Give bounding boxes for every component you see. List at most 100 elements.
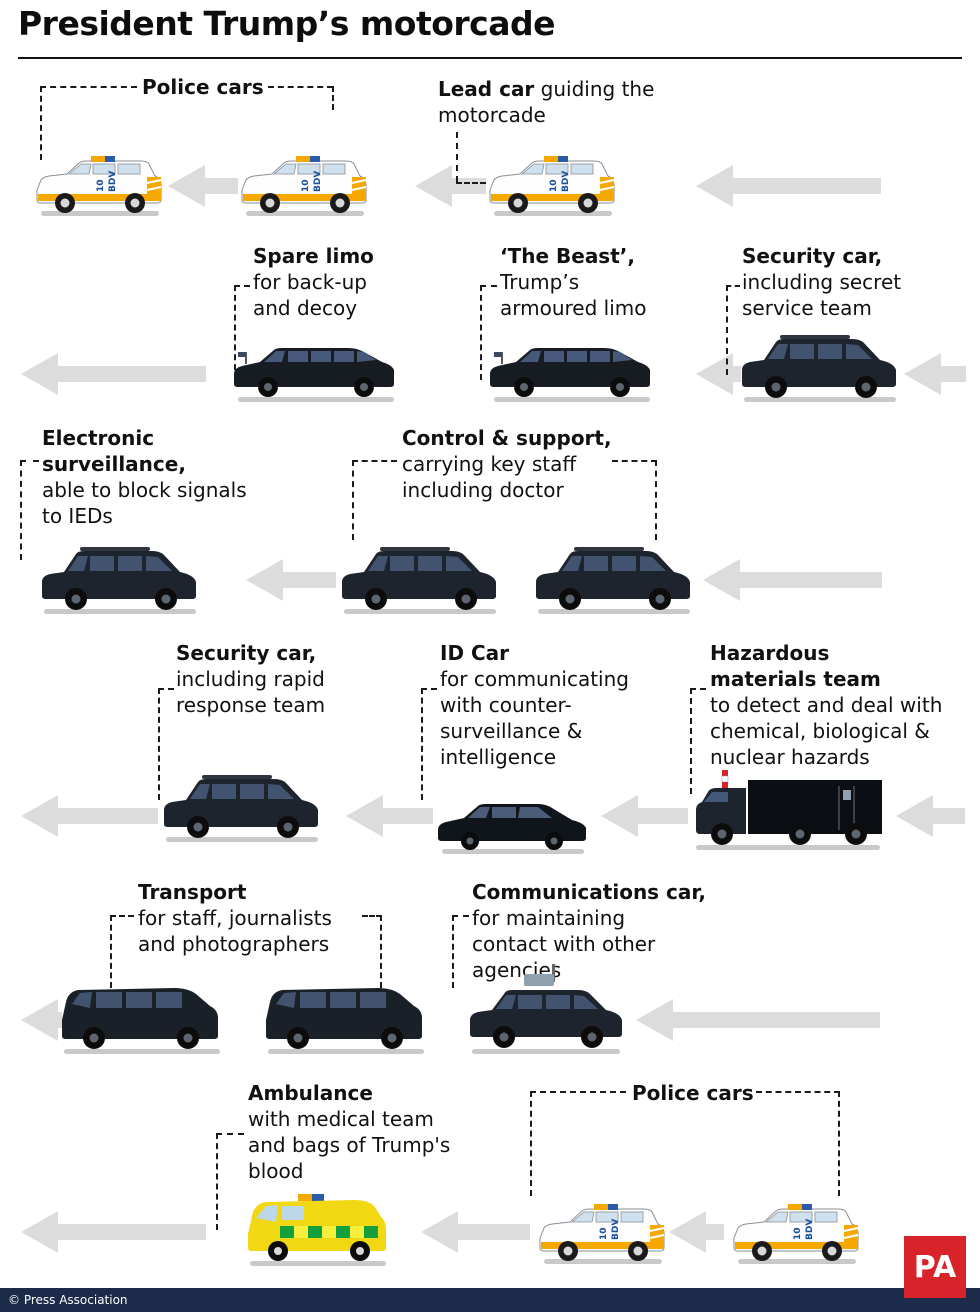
vehicle-id-car — [434, 792, 592, 858]
label-bold: Police cars — [142, 75, 264, 99]
connector-dash — [352, 460, 397, 462]
label-line: able to block signals — [42, 478, 247, 502]
label-line: armoured limo — [500, 296, 647, 320]
connector-dash — [110, 915, 112, 988]
footer-bar: © Press Association — [0, 1288, 980, 1312]
vehicle-police-car-2 — [238, 150, 370, 220]
label-bold: Hazardous — [710, 641, 830, 665]
label-control-support: Control & support, carrying key staff in… — [402, 425, 612, 503]
vehicle-surveillance-suv — [36, 538, 204, 618]
direction-arrow — [21, 353, 206, 395]
connector-dash — [421, 688, 437, 690]
connector-dash — [20, 460, 39, 462]
connector-dash — [352, 460, 354, 540]
label-transport: Transport for staff, journalists and pho… — [138, 879, 332, 957]
label-bold: Security car, — [176, 641, 317, 665]
label-line: to detect and deal with — [710, 693, 943, 717]
connector-dash — [530, 1091, 626, 1093]
label-bold: Control & support, — [402, 426, 612, 450]
label-line: response team — [176, 693, 326, 717]
connector-dash — [158, 688, 160, 800]
direction-arrow — [21, 999, 62, 1041]
label-line: including doctor — [402, 478, 564, 502]
direction-arrow — [21, 795, 158, 837]
vehicle-transport-van-1 — [56, 974, 228, 1058]
connector-dash — [655, 460, 657, 540]
label-bold: Communications car, — [472, 880, 706, 904]
label-id-car: ID Car for communicating with counter- s… — [440, 640, 629, 770]
direction-arrow — [346, 795, 433, 837]
label-line: intelligence — [440, 745, 557, 769]
label-bold: Spare limo — [253, 244, 374, 268]
label-bold: Security car, — [742, 244, 883, 268]
label-electronic-surveillance: Electronic surveillance, able to block s… — [42, 425, 247, 529]
connector-dash — [756, 1091, 840, 1093]
connector-dash — [380, 915, 382, 988]
connector-dash — [530, 1091, 532, 1196]
vehicle-security-suv — [736, 326, 904, 406]
connector-dash — [234, 285, 236, 380]
label-line: for communicating — [440, 667, 629, 691]
connector-dash — [480, 285, 482, 380]
direction-arrow — [246, 559, 336, 601]
label-bold: materials team — [710, 667, 881, 691]
vehicle-hazmat-truck — [688, 764, 888, 854]
direction-arrow — [904, 353, 966, 395]
label-line: with counter- — [440, 693, 572, 717]
direction-arrow — [21, 1211, 206, 1253]
label-bold: Transport — [138, 880, 247, 904]
label-line: nuclear hazards — [710, 745, 870, 769]
label-the-beast: ‘The Beast’, Trump’s armoured limo — [500, 243, 647, 321]
label-police-cars-bottom: Police cars — [632, 1080, 754, 1106]
vehicle-police-car-1 — [33, 150, 165, 220]
connector-dash — [726, 285, 728, 375]
connector-dash — [838, 1091, 840, 1196]
vehicle-the-beast — [486, 332, 656, 406]
connector-dash — [216, 1133, 218, 1230]
label-communications: Communications car, for maintaining cont… — [472, 879, 706, 983]
vehicle-spare-limo — [230, 332, 400, 406]
vehicle-control-suv-1 — [336, 538, 504, 618]
connector-dash — [332, 86, 334, 110]
direction-arrow — [703, 559, 882, 601]
connector-dash — [421, 688, 423, 800]
connector-dash — [456, 182, 486, 184]
label-security-car-secret: Security car, including secret service t… — [742, 243, 901, 321]
label-bold: Lead car — [438, 77, 535, 101]
connector-dash — [452, 915, 454, 988]
connector-dash — [362, 915, 382, 917]
label-line: for back-up — [253, 270, 367, 294]
connector-dash — [158, 688, 174, 690]
label-line: motorcade — [438, 103, 546, 127]
label-line: to IEDs — [42, 504, 113, 528]
connector-dash — [216, 1133, 244, 1135]
label-bold: surveillance, — [42, 452, 186, 476]
vehicle-rapid-response-suv — [158, 766, 326, 846]
pa-logo: PA — [904, 1236, 966, 1298]
label-police-cars-top: Police cars — [142, 74, 264, 100]
direction-arrow — [168, 165, 238, 207]
connector-dash — [268, 86, 333, 88]
label-line: carrying key staff — [402, 452, 577, 476]
label-bold: Electronic — [42, 426, 155, 450]
title-divider — [18, 57, 962, 59]
label-line: Lead car guiding the — [438, 77, 654, 101]
vehicle-control-suv-2 — [530, 538, 698, 618]
connector-dash — [612, 460, 657, 462]
label-bold: ID Car — [440, 641, 510, 665]
label-line: for maintaining — [472, 906, 626, 930]
label-bold: ‘The Beast’, — [500, 244, 635, 268]
label-line: and photographers — [138, 932, 330, 956]
label-security-car-rapid: Security car, including rapid response t… — [176, 640, 325, 718]
label-line: contact with other — [472, 932, 656, 956]
direction-arrow — [421, 1211, 530, 1253]
connector-dash — [726, 285, 740, 287]
direction-arrow — [601, 795, 688, 837]
label-line: with medical team — [248, 1107, 434, 1131]
label-text: guiding the — [540, 77, 655, 101]
connector-dash — [110, 915, 134, 917]
direction-arrow — [696, 165, 881, 207]
label-line: surveillance & — [440, 719, 583, 743]
connector-dash — [234, 285, 250, 287]
